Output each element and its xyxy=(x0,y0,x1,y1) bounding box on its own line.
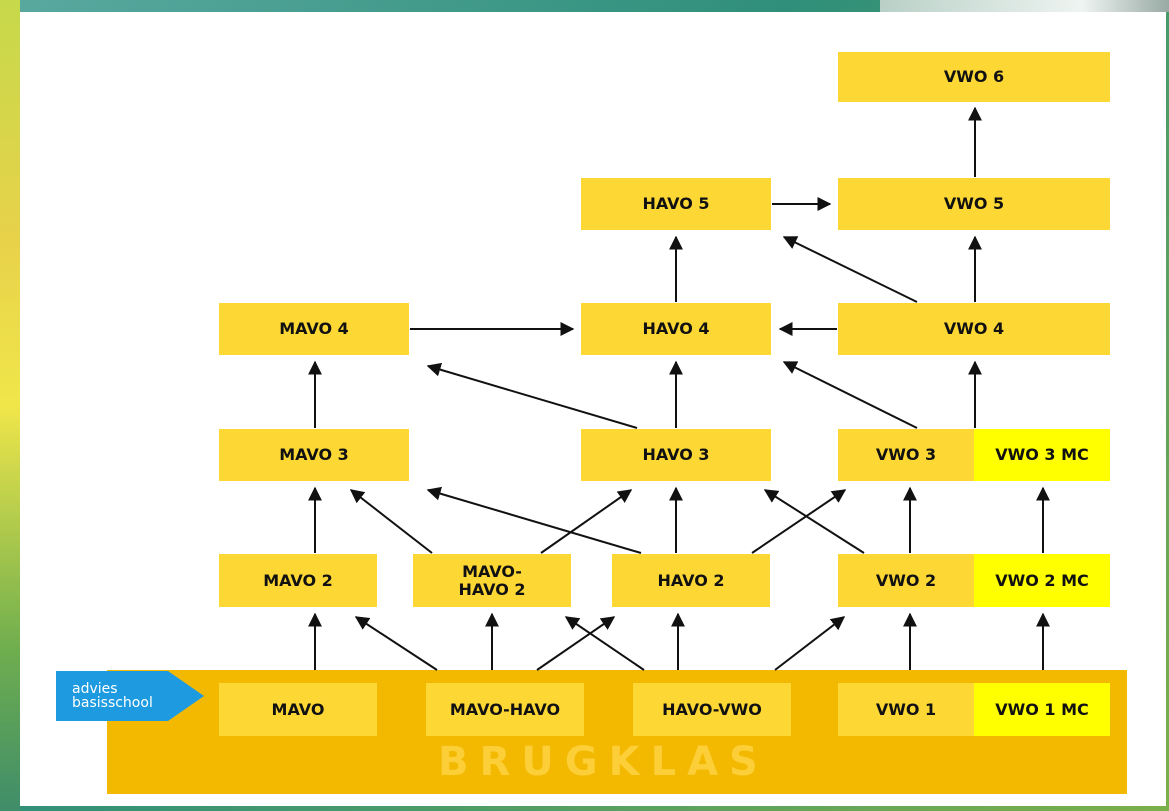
advies-line1: advies xyxy=(72,681,118,697)
node-vwo-4: VWO 4 xyxy=(838,303,1110,355)
background-stripe xyxy=(0,0,20,811)
node-mavo-havo-2: MAVO- HAVO 2 xyxy=(413,554,571,607)
background-glow xyxy=(880,0,1169,12)
arrow-mavohavo2-to-havo3 xyxy=(540,489,633,554)
advies-badge-shape xyxy=(56,671,204,721)
node-vwo-3: VWO 3 xyxy=(838,429,974,481)
arrow-vwo4-to-havo5 xyxy=(782,236,918,303)
arrow-mavohavo2-to-mavo3 xyxy=(349,489,433,554)
advies-text: advies basisschool xyxy=(72,682,202,710)
node-havo-4: HAVO 4 xyxy=(581,303,771,355)
node-mavo-havo-2-line1: MAVO- xyxy=(462,561,522,581)
node-vwo-1-mc: VWO 1 MC xyxy=(974,683,1110,736)
node-vwo-2: VWO 2 xyxy=(838,554,974,607)
arrow-vwo2-to-havo3 xyxy=(763,489,865,554)
node-vwo-5: VWO 5 xyxy=(838,178,1110,230)
node-vwo-1: VWO 1 xyxy=(838,683,974,736)
advies-line2: basisschool xyxy=(72,695,153,711)
arrow-havo2-to-vwo3 xyxy=(751,489,847,554)
node-vwo-2-mc: VWO 2 MC xyxy=(974,554,1110,607)
node-mavo-4: MAVO 4 xyxy=(219,303,409,355)
arrow-havo2-to-mavo3 xyxy=(426,486,642,554)
node-brug-mavo: MAVO xyxy=(219,683,377,736)
arrow-havovwo-to-vwo2 xyxy=(774,616,846,671)
node-vwo-3-mc: VWO 3 MC xyxy=(974,429,1110,481)
arrow-vwo3-to-havo4 xyxy=(782,361,918,429)
arrow-havo3-to-mavo4 xyxy=(426,362,638,429)
node-vwo-6: VWO 6 xyxy=(838,52,1110,102)
brugklas-title: BRUGKLAS xyxy=(438,739,769,785)
node-brug-havo-vwo: HAVO-VWO xyxy=(633,683,791,736)
arrow-havovwo-to-mavohavo2 xyxy=(564,616,645,671)
arrow-mavohavo-to-havo2 xyxy=(536,616,616,671)
node-mavo-3: MAVO 3 xyxy=(219,429,409,481)
arrow-mavohavo-to-mavo2 xyxy=(354,616,438,671)
node-havo-2: HAVO 2 xyxy=(612,554,770,607)
node-mavo-havo-2-line2: HAVO 2 xyxy=(458,579,526,599)
node-mavo-2: MAVO 2 xyxy=(219,554,377,607)
advies-basisschool-badge: advies basisschool xyxy=(56,671,204,721)
node-havo-3: HAVO 3 xyxy=(581,429,771,481)
node-havo-5: HAVO 5 xyxy=(581,178,771,230)
node-brug-mavo-havo: MAVO-HAVO xyxy=(426,683,584,736)
